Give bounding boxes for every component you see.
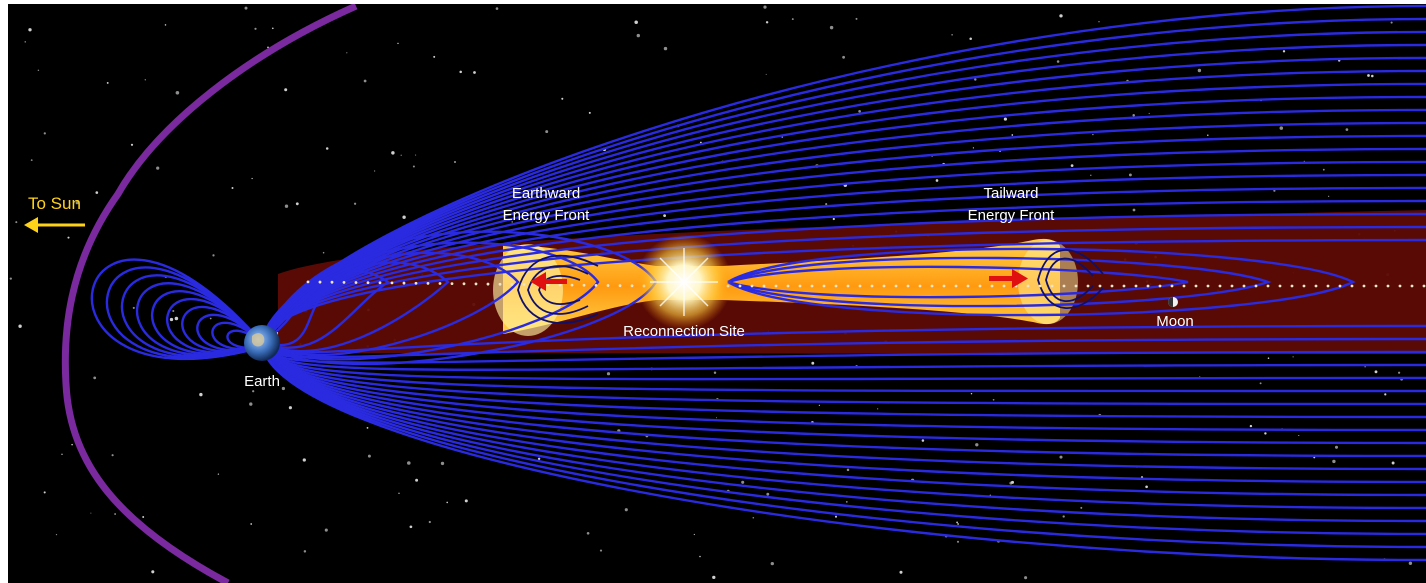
reconnection-rays [650,248,718,316]
tailward-glow [1018,240,1078,324]
tailward-front-label-line2: Energy Front [968,207,1056,224]
neutral-line-dots [306,280,1426,288]
moon-label: Moon [1156,313,1194,330]
moon-icon [1168,297,1178,307]
earthward-front-lines [517,254,599,324]
tailward-front-label-line1: Tailward [983,185,1038,202]
magnetotail-diagram: To Sun Earthward Energy Front Tailward E… [8,4,1426,583]
earth-globe [244,325,280,361]
to-sun-arrow-icon [24,217,85,233]
magnetic-field-lines [90,4,1426,562]
tailward-arrow [989,269,1028,288]
to-sun-label: To Sun [28,194,81,213]
earthward-front-label-line2: Energy Front [503,207,591,224]
earthward-arrow [530,272,567,291]
magnetopause-boundary [61,4,358,583]
earth-label: Earth [244,373,280,390]
earthward-front-label-line1: Earthward [512,185,580,202]
tailward-front-lines [1037,249,1104,309]
reconnection-site-label: Reconnection Site [623,323,745,340]
energy-channel [503,238,1060,334]
